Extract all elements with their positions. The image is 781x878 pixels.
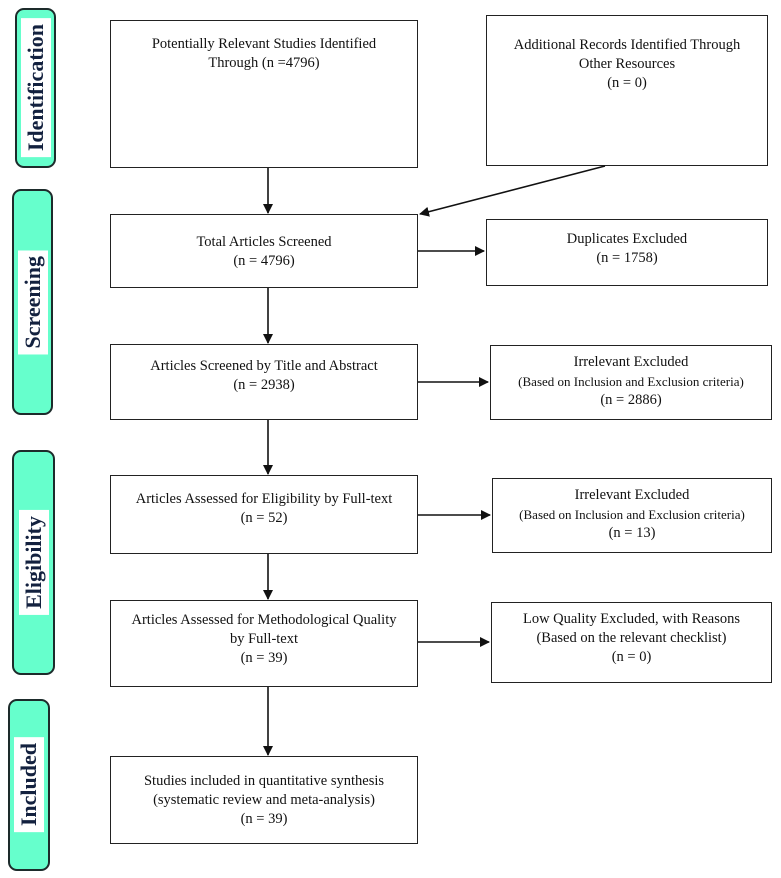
box-text: (n = 0) — [611, 649, 652, 665]
box-text: Low Quality Excluded, with Reasons — [522, 611, 741, 627]
box-text: (n = 13) — [608, 525, 656, 541]
box-text: (n = 39) — [240, 650, 288, 666]
box-text: Duplicates Excluded — [566, 231, 688, 247]
box-screened: Total Articles Screened (n = 4796) — [110, 214, 418, 288]
box-irrelevant-2: Irrelevant Excluded (Based on Inclusion a… — [492, 478, 772, 553]
box-text: (n = 2938) — [233, 377, 295, 393]
box-text: Total Articles Screened — [196, 234, 332, 250]
box-included: Studies included in quantitative synthes… — [110, 756, 418, 844]
box-text: Studies included in quantitative synthes… — [143, 773, 385, 789]
box-fulltext: Articles Assessed for Eligibility by Ful… — [110, 475, 418, 554]
box-text: Irrelevant Excluded — [574, 487, 690, 503]
box-text: Irrelevant Excluded — [573, 354, 689, 370]
box-irrelevant-1: Irrelevant Excluded (Based on Inclusion a… — [490, 345, 772, 420]
box-text: Articles Assessed for Eligibility by Ful… — [135, 491, 393, 507]
box-text: (n = 0) — [607, 75, 647, 91]
box-duplicates: Duplicates Excluded (n = 1758) — [486, 219, 768, 286]
box-title-abstract: Articles Screened by Title and Abstract (… — [110, 344, 418, 420]
box-text: Additional Records Identified Through — [513, 37, 741, 53]
box-text: (Based on Inclusion and Exclusion criter… — [519, 507, 745, 522]
box-text: (n = 52) — [240, 510, 288, 526]
stage-screening: Screening — [12, 189, 53, 415]
box-text: (Based on the relevant checklist) — [536, 630, 727, 646]
box-text: (n = 4796) — [233, 253, 295, 269]
box-text: Articles Assessed for Methodological Qua… — [131, 612, 397, 628]
box-text: (n = 2886) — [600, 392, 662, 408]
box-text: (Based on Inclusion and Exclusion criter… — [518, 374, 744, 389]
box-text: Other Resources — [578, 56, 676, 72]
box-text: (n = 39) — [240, 811, 288, 827]
box-text: (systematic review and meta-analysis) — [153, 792, 375, 808]
box-text: by Full-text — [229, 631, 299, 647]
stage-included: Included — [8, 699, 50, 871]
box-text: (n = 1758) — [596, 250, 658, 266]
box-quality: Articles Assessed for Methodological Qua… — [110, 600, 418, 687]
box-text: Through (n =4796) — [208, 55, 320, 71]
arrow — [419, 165, 606, 217]
box-text: Potentially Relevant Studies Identified — [151, 36, 377, 52]
stage-eligibility: Eligibility — [12, 450, 55, 675]
stage-identification: Identification — [15, 8, 56, 168]
box-text: Articles Screened by Title and Abstract — [150, 358, 378, 374]
box-low-quality: Low Quality Excluded, with Reasons (Based… — [491, 602, 772, 683]
